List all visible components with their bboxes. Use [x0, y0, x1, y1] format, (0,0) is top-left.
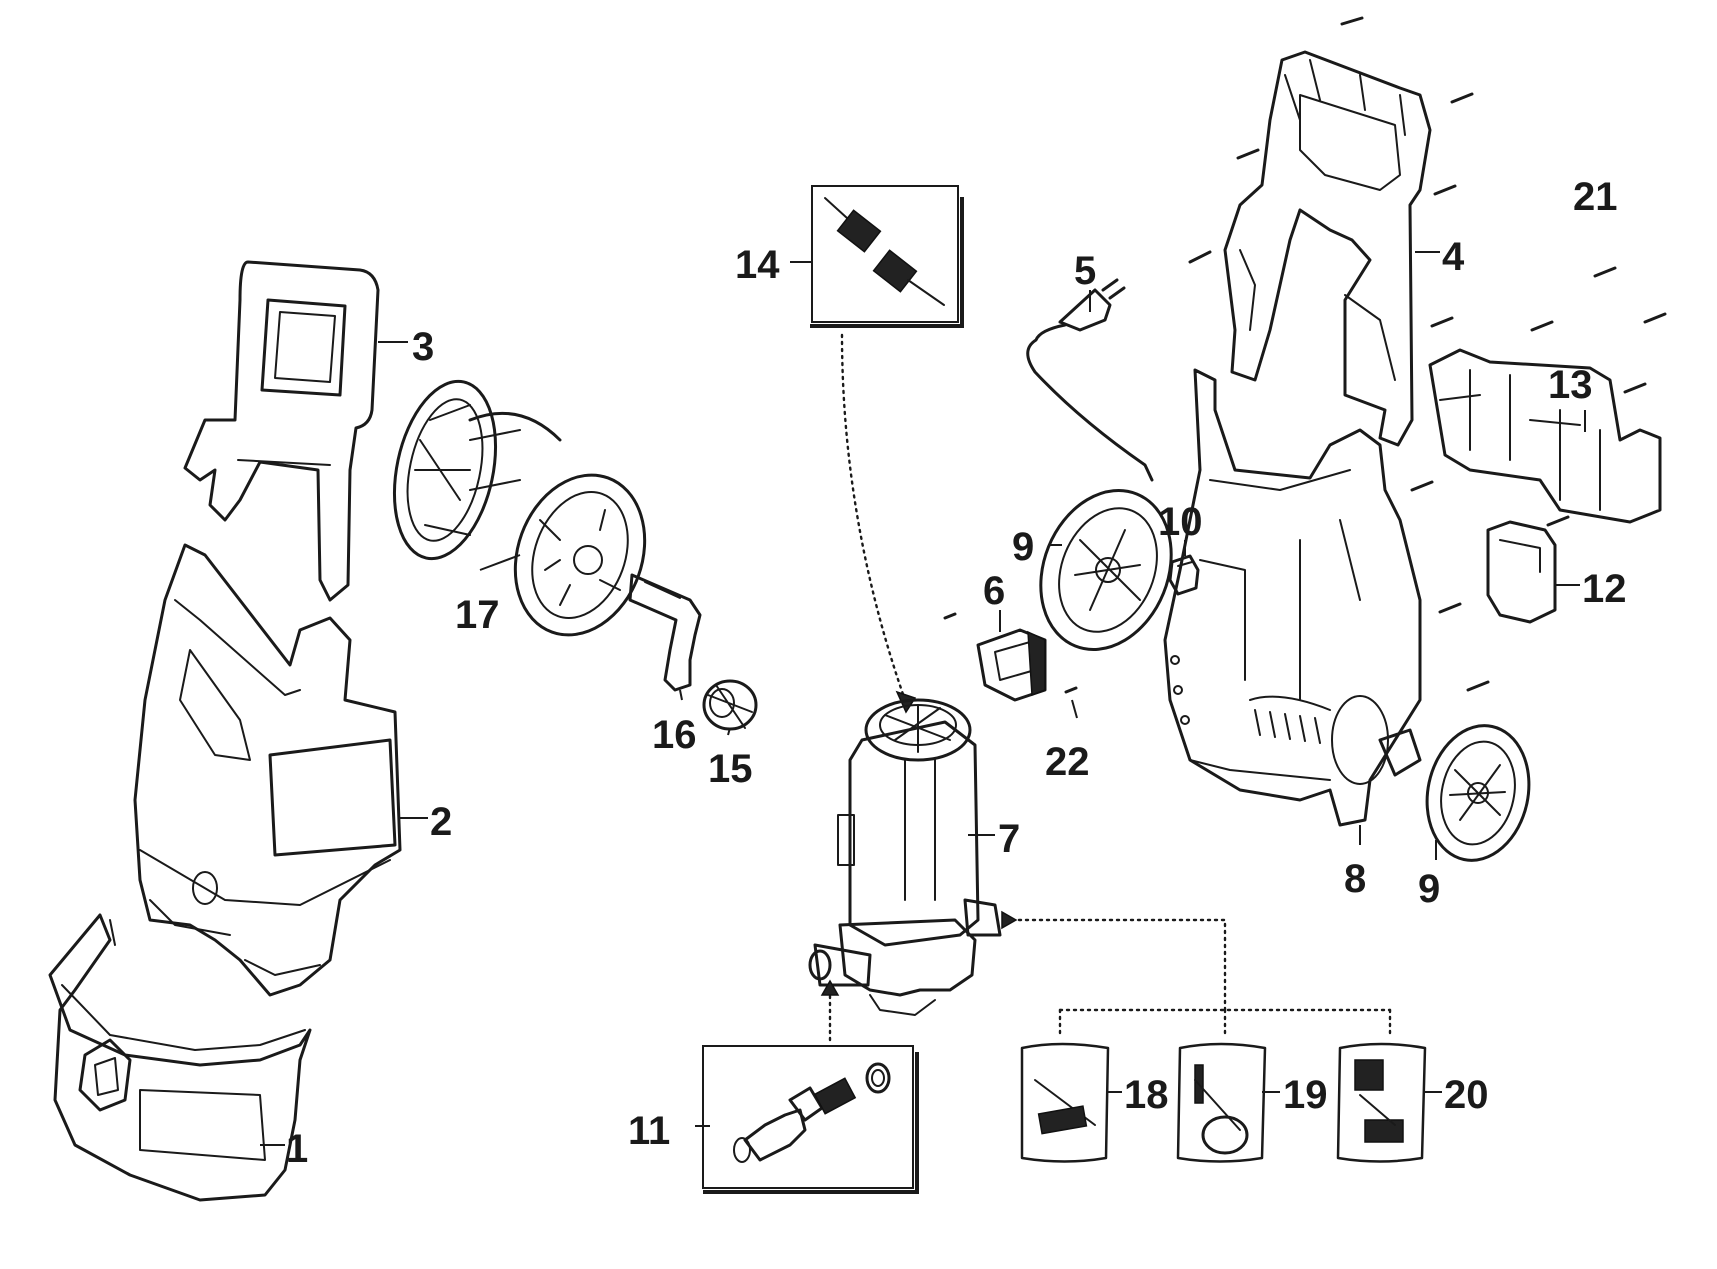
part-19-kit	[1176, 1042, 1267, 1163]
callout-17: 17	[455, 593, 500, 637]
callout-19: 19	[1283, 1073, 1328, 1117]
callout-15: 15	[708, 747, 753, 791]
part-4-frame-handle	[1223, 50, 1432, 447]
callout-1: 1	[286, 1127, 308, 1171]
callout-5: 5	[1074, 249, 1096, 293]
callout-9-left: 9	[1012, 525, 1034, 569]
part-7-motor-pump	[808, 698, 1002, 1016]
part-8-chassis	[1163, 368, 1422, 827]
callout-18: 18	[1124, 1073, 1169, 1117]
part-11-inlet-coupling	[702, 1045, 919, 1194]
callout-12: 12	[1582, 567, 1627, 611]
part-13-bracket	[1428, 348, 1662, 524]
part-9-wheel-right	[1425, 724, 1531, 862]
callout-6: 6	[983, 569, 1005, 613]
callout-2: 2	[430, 800, 452, 844]
part-5-power-cord	[1026, 278, 1154, 482]
callout-labels: 1 2 3 4 5 6 7 8 9 9 10 11 12 13 14 15 16…	[286, 175, 1627, 1171]
leader-kits-drops	[1058, 1008, 1392, 1037]
part-6-switch	[943, 612, 1047, 702]
callout-22: 22	[1045, 740, 1090, 784]
callout-11: 11	[628, 1109, 670, 1153]
callout-21: 21	[1573, 175, 1618, 219]
callout-leaders	[260, 251, 1586, 1146]
part-12-holder	[1486, 520, 1557, 624]
part-15-knob	[702, 679, 758, 731]
arrow-11-to-7	[820, 979, 840, 996]
leader-7-to-kits	[1010, 918, 1227, 1012]
callout-10: 10	[1158, 500, 1203, 544]
part-1-base	[48, 913, 312, 1202]
callout-3: 3	[412, 325, 434, 369]
screws	[1188, 16, 1667, 692]
part-2-cover	[133, 543, 402, 997]
part-17-hose-reel	[392, 379, 647, 637]
callout-20: 20	[1444, 1073, 1489, 1117]
callout-13: 13	[1548, 363, 1593, 407]
part-14-carbon-brushes	[810, 185, 964, 328]
callout-9-right: 9	[1418, 867, 1440, 911]
callout-7: 7	[998, 817, 1020, 861]
callout-16: 16	[652, 713, 697, 757]
callout-8: 8	[1344, 857, 1366, 901]
callout-4: 4	[1442, 235, 1465, 279]
part-10-clip	[1168, 554, 1200, 596]
callout-14: 14	[735, 243, 780, 287]
part-18-kit	[1020, 1042, 1110, 1163]
part-22-screw	[1064, 686, 1078, 694]
part-9-wheel-left	[1039, 489, 1173, 651]
arrow-to-7-outlet	[1001, 910, 1018, 930]
part-16-crank	[628, 573, 702, 692]
part-3-handle	[183, 260, 380, 602]
leader-14-to-7	[840, 333, 907, 702]
part-20-kit	[1336, 1042, 1427, 1163]
